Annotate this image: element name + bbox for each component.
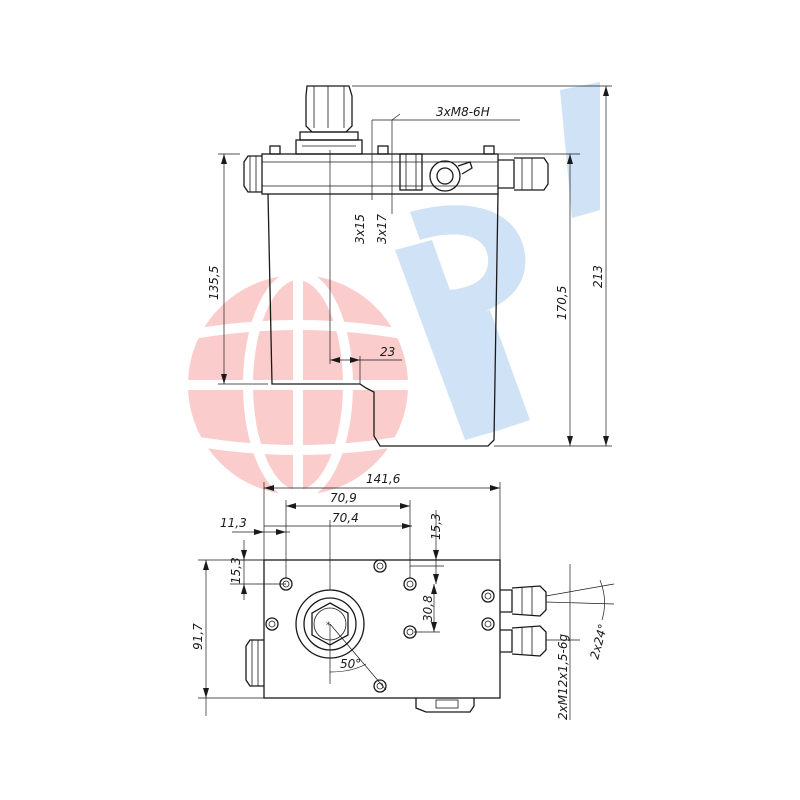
dim-hole-spacing: 30,8 [421, 595, 435, 622]
center-mark-icon: * [326, 621, 331, 631]
dim-angle: 50° [340, 657, 361, 671]
fitting-lower [500, 625, 547, 657]
fitting-upper [500, 585, 547, 617]
dim-offset: 23 [380, 345, 395, 359]
dim-fitting-thread: 2xM12x1,5-6g [556, 633, 570, 720]
watermark-globe-icon [188, 275, 408, 495]
top-view-dimensions: 3xM8-6H 3x15 3x17 135,5 23 170,5 213 [207, 85, 612, 447]
dim-hole-x2: 70,4 [332, 511, 359, 525]
watermark-logo [188, 82, 600, 495]
dim-edge-y-left: 15,3 [229, 557, 243, 584]
dim-edge-y-right: 15,3 [429, 513, 443, 540]
dim-height-total: 213 [591, 265, 605, 288]
bottom-view: * [245, 559, 547, 713]
dim-fitting-angle: 2x24° [587, 622, 610, 660]
dim-thread: 3xM8-6H [436, 105, 490, 119]
top-view [243, 85, 549, 447]
dim-hole-x1: 70,9 [330, 491, 357, 505]
dim-edge-x: 11,3 [220, 516, 247, 530]
dim-width-total: 141,6 [366, 472, 401, 486]
dim-height-mid: 170,5 [555, 286, 569, 320]
dim-height-left: 135,5 [207, 266, 221, 300]
dim-depth-total: 91,7 [191, 623, 205, 650]
dim-depth-a: 3x15 [353, 214, 367, 244]
dim-depth-b: 3x17 [375, 214, 389, 244]
bottom-view-dimensions: 141,6 70,9 70,4 11,3 15,3 15,3 [191, 472, 615, 720]
